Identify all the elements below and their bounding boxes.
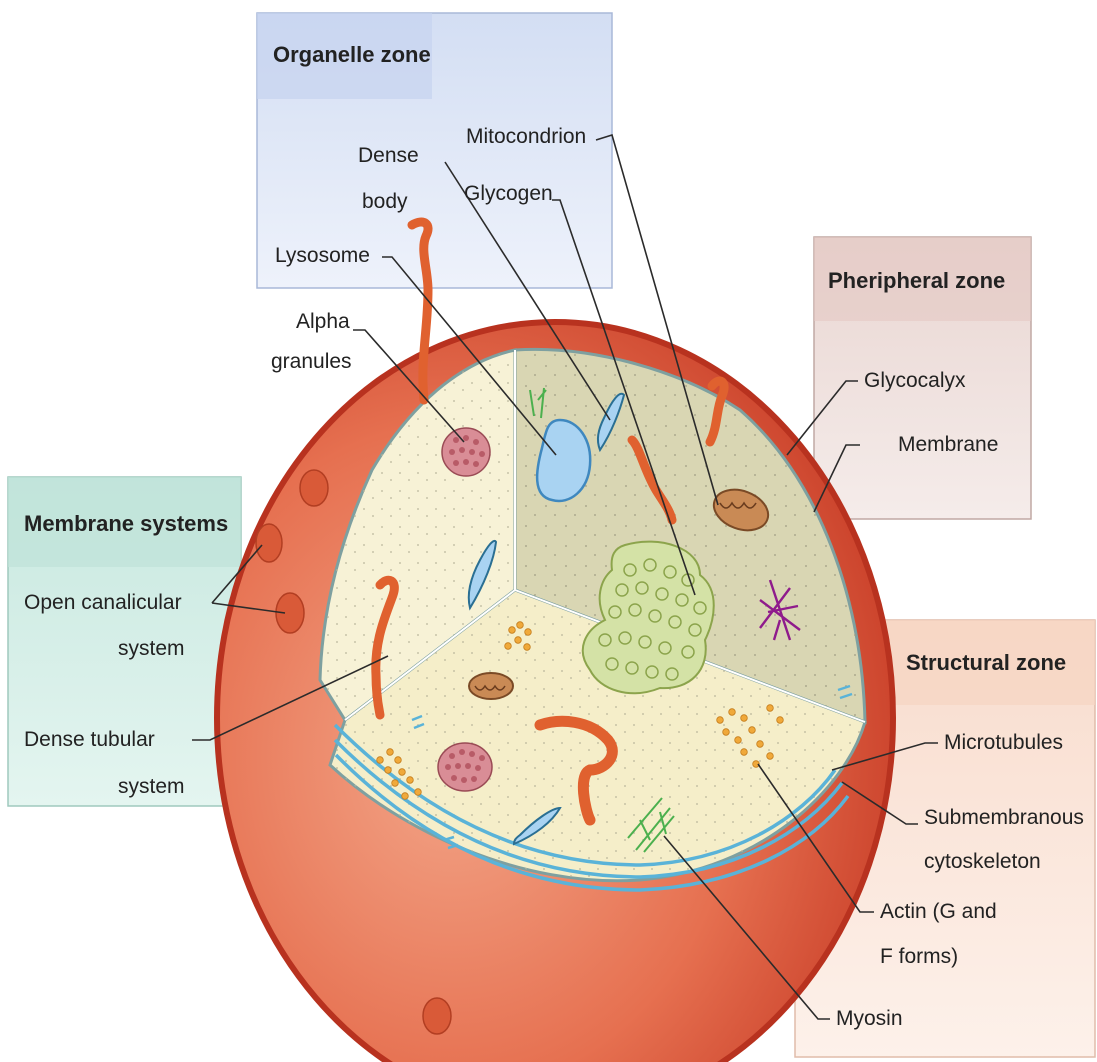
mitochondrion xyxy=(469,673,513,699)
label-membrane: Membrane xyxy=(898,433,998,456)
label-dense: Dense xyxy=(358,144,419,167)
label-open-canalicular-system: system xyxy=(118,637,185,660)
label-mitocondrion: Mitocondrion xyxy=(466,125,586,148)
label-actin-line2: F forms) xyxy=(880,945,958,968)
label-submembranous: Submembranous xyxy=(924,806,1084,829)
label-alpha: Alpha xyxy=(296,310,350,333)
label-glycocalyx: Glycocalyx xyxy=(864,369,966,392)
label-dense-tubular-system: system xyxy=(118,775,185,798)
membrane-systems-title: Membrane systems xyxy=(24,511,228,536)
label-granules: granules xyxy=(271,350,352,373)
label-myosin: Myosin xyxy=(836,1007,903,1030)
label-microtubules: Microtubules xyxy=(944,731,1063,754)
canalicular-pit xyxy=(300,470,328,506)
label-body: body xyxy=(362,190,408,213)
canalicular-pit xyxy=(423,998,451,1034)
label-glycogen: Glycogen xyxy=(464,182,553,205)
canalicular-pit xyxy=(256,524,282,562)
platelet-cell xyxy=(217,222,893,1062)
lysosome xyxy=(537,420,590,501)
organelle-zone-title: Organelle zone xyxy=(273,42,431,67)
label-open-canalicular: Open canalicular xyxy=(24,591,182,614)
label-dense-tubular: Dense tubular xyxy=(24,728,155,751)
alpha-granule xyxy=(438,743,492,791)
structural-zone-title: Structural zone xyxy=(906,650,1066,675)
label-cytoskeleton: cytoskeleton xyxy=(924,850,1041,873)
alpha-granule xyxy=(442,428,490,476)
label-actin-line1: Actin (G and xyxy=(880,900,997,923)
peripheral-zone-title: Pheripheral zone xyxy=(828,268,1005,293)
label-lysosome: Lysosome xyxy=(275,244,370,267)
